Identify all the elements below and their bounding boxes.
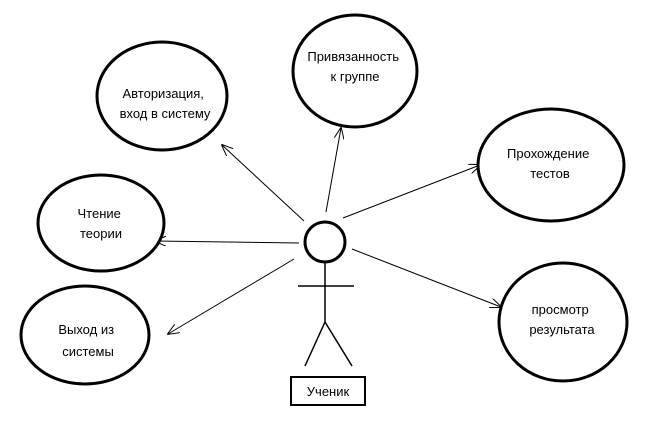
use-case-exit: Выход из системы: [19, 284, 151, 386]
use-case-tests: Прохождение тестов: [476, 107, 626, 223]
use-case-tests-line-1: Прохождение: [507, 146, 589, 161]
svg-text:Прохождение тестов: Прохождение тестов: [507, 146, 593, 181]
svg-text:Выход из системы: Выход из системы: [58, 322, 117, 359]
use-case-theory: Чтение теории: [36, 173, 166, 273]
actor-head: [303, 220, 347, 264]
actor-left-leg: [304, 321, 326, 367]
use-case-group: Привязанность к группе: [291, 13, 419, 129]
arrow-to-auth: [222, 145, 305, 222]
use-case-results: просмотр результата: [497, 261, 629, 383]
use-case-group-line-2: к группе: [331, 69, 380, 84]
svg-text:Привязанность к группе: Привязанность к группе: [307, 49, 402, 84]
use-case-auth-line-2: вход в систему: [120, 106, 211, 121]
arrow-to-results: [351, 248, 501, 307]
arrow-to-tests: [342, 165, 480, 219]
svg-text:Авторизация, вход в сист: Авторизация, вход в систему: [120, 86, 211, 121]
use-case-auth: Авторизация, вход в систему: [95, 40, 229, 152]
svg-text:просмотр результата: просмотр результата: [529, 302, 595, 337]
use-case-group-line-1: Привязанность: [307, 49, 399, 64]
svg-text:Чтение теории: Чтение теории: [78, 206, 125, 241]
actor: Ученик: [290, 220, 366, 406]
use-case-tests-line-2: тестов: [530, 166, 570, 181]
use-case-theory-line-2: теории: [80, 226, 122, 241]
arrow-to-theory: [155, 241, 300, 243]
use-case-theory-line-1: Чтение: [78, 206, 121, 221]
use-case-exit-line-2: системы: [62, 344, 114, 359]
actor-label-box: [290, 376, 366, 406]
arrow-to-group: [325, 128, 341, 213]
associations: [155, 128, 501, 334]
use-case-auth-line-1: Авторизация,: [123, 86, 204, 101]
use-case-exit-line-1: Выход из: [58, 322, 114, 337]
use-case-results-line-1: просмотр: [532, 302, 589, 317]
actor-right-leg: [324, 321, 353, 367]
arrow-to-exit: [168, 258, 295, 334]
actor-label: Ученик: [307, 384, 350, 399]
use-case-results-line-2: результата: [529, 322, 595, 337]
